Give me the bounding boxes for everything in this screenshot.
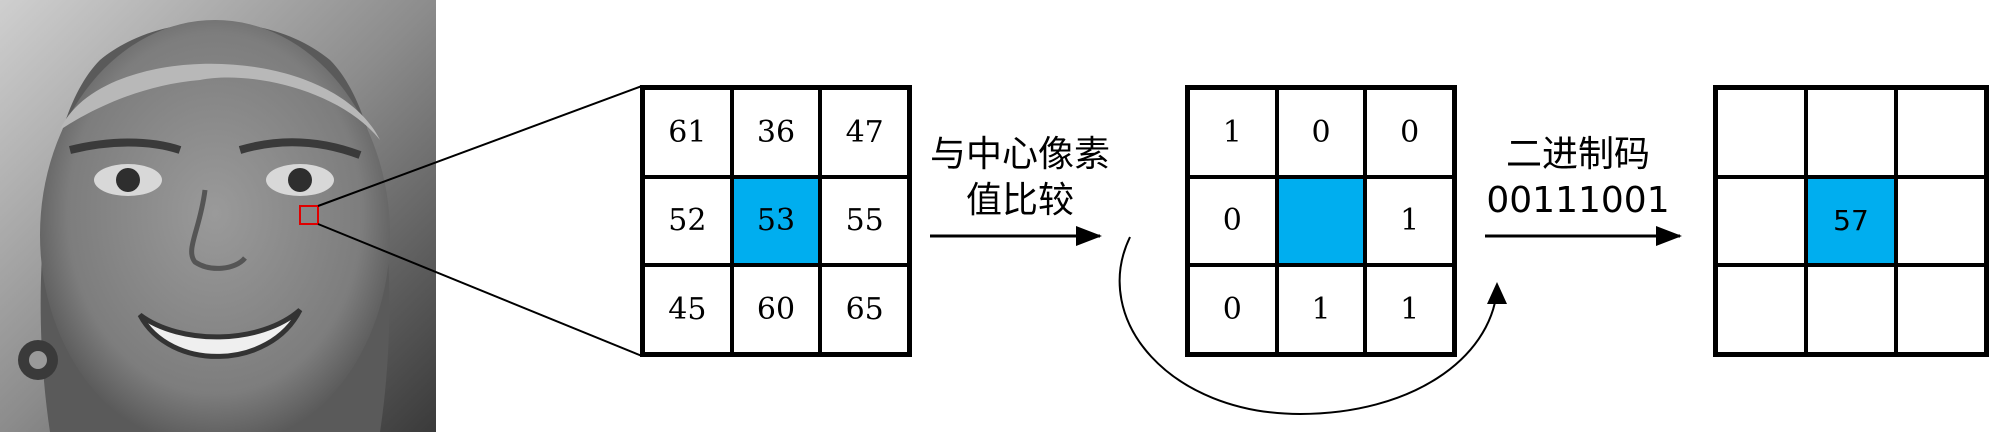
compare-label-line1: 与中心像素 bbox=[929, 134, 1110, 175]
center-pixel-cell: 53 bbox=[731, 176, 821, 266]
binary-code-title: 二进制码 bbox=[1505, 134, 1650, 175]
grid-cell bbox=[1716, 88, 1806, 177]
zoom-line-top bbox=[317, 85, 643, 207]
grid-cell bbox=[1716, 265, 1806, 354]
grid-cell: 0 bbox=[1365, 88, 1454, 177]
grid-cell bbox=[1896, 176, 1986, 266]
binary-code-value: 00111001 bbox=[1486, 180, 1670, 221]
grid-cell: 52 bbox=[643, 176, 732, 266]
lbp-value-cell: 57 bbox=[1806, 176, 1896, 266]
grid-cell: 45 bbox=[643, 265, 732, 354]
face-photo bbox=[0, 0, 436, 432]
grid-cell bbox=[1896, 265, 1986, 354]
binary-grid: 1 0 0 0 1 0 1 1 bbox=[1185, 85, 1457, 357]
grid-cell bbox=[1896, 88, 1986, 177]
face-photo-illustration bbox=[0, 0, 436, 432]
grid-cell: 1 bbox=[1365, 265, 1454, 354]
grid-cell: 61 bbox=[643, 88, 732, 177]
center-pixel-cell bbox=[1276, 176, 1366, 266]
circular-read-arrow bbox=[1118, 236, 1498, 416]
grid-cell bbox=[1716, 176, 1806, 266]
grid-cell bbox=[1806, 265, 1896, 354]
grid-cell: 47 bbox=[820, 88, 909, 177]
grid-cell: 55 bbox=[820, 176, 909, 266]
grid-cell: 0 bbox=[1276, 88, 1366, 177]
grid-cell: 1 bbox=[1365, 176, 1454, 266]
roi-box bbox=[299, 205, 319, 225]
zoom-line-bottom bbox=[317, 223, 643, 357]
binary-code-label: 二进制码 00111001 bbox=[1478, 132, 1678, 224]
grid-cell: 65 bbox=[820, 265, 909, 354]
compare-label-line2: 值比较 bbox=[965, 180, 1074, 221]
compare-label: 与中心像素 值比较 bbox=[920, 132, 1120, 224]
neighborhood-grid: 61 36 47 52 53 55 45 60 65 bbox=[640, 85, 912, 357]
grid-cell: 1 bbox=[1276, 265, 1366, 354]
result-grid: 57 bbox=[1713, 85, 1989, 357]
grid-cell: 36 bbox=[731, 88, 821, 177]
grid-cell: 1 bbox=[1188, 88, 1277, 177]
grid-cell: 0 bbox=[1188, 176, 1277, 266]
circular-read-arrowhead bbox=[1487, 282, 1507, 304]
grid-cell: 60 bbox=[731, 265, 821, 354]
grid-cell: 0 bbox=[1188, 265, 1277, 354]
grid-cell bbox=[1806, 88, 1896, 177]
